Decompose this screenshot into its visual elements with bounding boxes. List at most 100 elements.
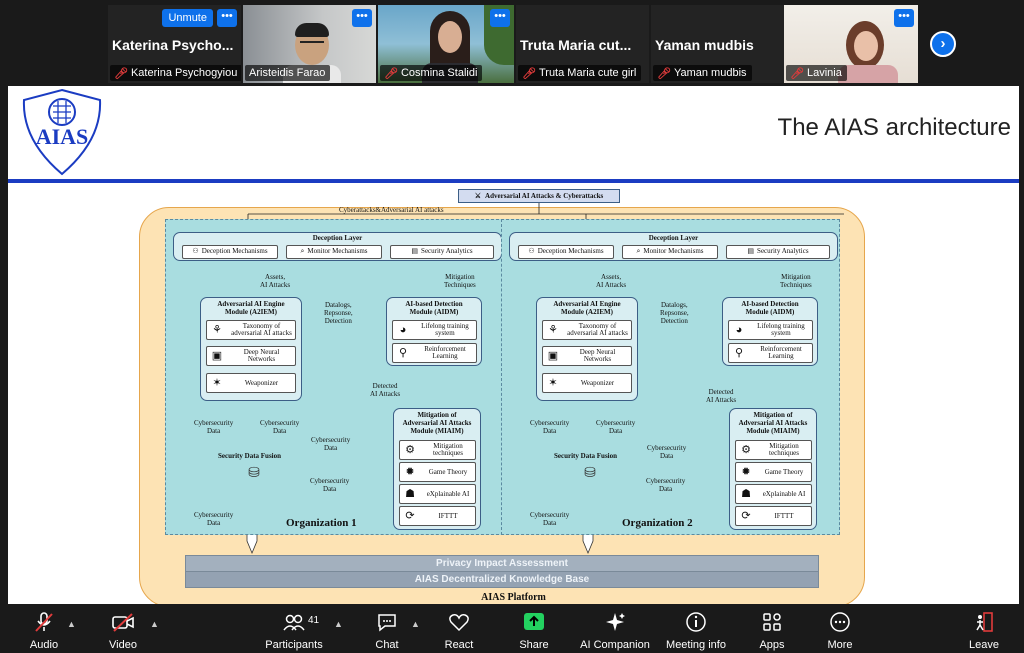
- more-options-icon[interactable]: •••: [894, 9, 914, 27]
- apps-button[interactable]: Apps: [737, 610, 807, 651]
- miaim-title-line-2: Adversarial AI Attacks: [402, 419, 472, 427]
- miaim-title-line-3: Module (MIAIM): [410, 427, 464, 435]
- video-button[interactable]: Video: [88, 610, 158, 651]
- leave-icon: [976, 612, 993, 632]
- security-analytics: ▤Security Analytics: [726, 245, 830, 259]
- security-analytics-label: Security Analytics: [757, 247, 809, 256]
- leave-button[interactable]: Leave: [949, 610, 1019, 651]
- xai-label: eXplainable AI: [762, 489, 806, 498]
- apps-label: Apps: [759, 639, 785, 651]
- participants-options-chevron-icon[interactable]: ▲: [334, 619, 343, 629]
- rl-line-1: Reinforcement: [424, 345, 466, 353]
- participant-name-tag: 🎤︎Truta Maria cute girl: [518, 65, 642, 81]
- video-options-chevron-icon[interactable]: ▲: [150, 619, 159, 629]
- mt-line-2: techniques: [433, 449, 463, 457]
- cyber-line-2: Data: [323, 485, 337, 493]
- aias-logo: [22, 88, 102, 176]
- audio-button[interactable]: Audio: [9, 610, 79, 651]
- deception-mechanisms: ⚇Deception Mechanisms: [182, 245, 278, 259]
- slide-title: The AIAS architecture: [777, 114, 1011, 141]
- analytics-icon: ▤: [411, 247, 419, 256]
- next-page-icon[interactable]: ›: [930, 31, 956, 57]
- share-button[interactable]: Share: [499, 610, 569, 651]
- a2iem-title-line-2: Module (A2IEM): [225, 308, 277, 316]
- participant-tile[interactable]: Unmute ••• Katerina Psycho... 🎤︎Katerina…: [108, 5, 241, 83]
- participant-tile[interactable]: ••• 🎤︎Lavinia: [784, 5, 918, 83]
- assets-label: Assets,AI Attacks: [260, 273, 290, 289]
- people-icon: ☗: [741, 487, 751, 500]
- datalogs-line-1: Datalogs,: [660, 301, 688, 309]
- title-rule: [8, 179, 1019, 183]
- cyber-line-2: Data: [324, 444, 338, 452]
- participant-name-tag: Aristeidis Farao: [245, 65, 331, 81]
- muted-mic-icon: 🎤︎: [384, 67, 398, 80]
- leave-label: Leave: [969, 639, 999, 651]
- participant-tile-active-speaker[interactable]: ••• Aristeidis Farao: [243, 5, 376, 83]
- more-label: More: [827, 639, 853, 651]
- muted-mic-icon: 🎤︎: [657, 67, 671, 80]
- datalogs-line-3: Detection: [324, 317, 352, 325]
- taxonomy-line-1: Taxonomy of: [242, 322, 281, 330]
- participant-name-tag: 🎤︎Cosmina Stalidi: [380, 65, 483, 81]
- techniques-label-line: Techniques: [780, 281, 812, 289]
- chat-options-chevron-icon[interactable]: ▲: [411, 619, 420, 629]
- participant-tile[interactable]: Yaman mudbis 🎤︎Yaman mudbis: [651, 5, 784, 83]
- participant-name: Katerina Psychogyiou: [130, 67, 238, 79]
- chat-button[interactable]: Chat: [352, 610, 422, 651]
- participant-name: Yaman mudbis: [673, 67, 747, 79]
- deception-layer: Deception Layer ⚇Deception Mechanisms ⌕M…: [173, 232, 502, 261]
- more-options-icon[interactable]: •••: [217, 9, 237, 27]
- a2iem-title-line-1: Adversarial AI Engine: [217, 300, 285, 308]
- participant-tile[interactable]: ••• 🎤︎Cosmina Stalidi: [378, 5, 514, 83]
- rl-line-1: Reinforcement: [760, 345, 802, 353]
- organization-1-label: Organization 1: [286, 517, 357, 529]
- dnn-line-1: Deep Neural: [579, 348, 616, 356]
- brain-icon: ◕: [399, 323, 407, 336]
- security-analytics: ▤Security Analytics: [390, 245, 494, 259]
- participant-name: Cosmina Stalidi: [400, 67, 478, 79]
- ai-companion-button[interactable]: AI Companion: [580, 610, 650, 651]
- more-button[interactable]: More: [805, 610, 875, 651]
- organization-1: Deception Layer ⚇Deception Mechanisms ⌕M…: [165, 219, 504, 535]
- cyber-line-1: Cybersecurity: [530, 419, 570, 427]
- participant-face: [854, 31, 878, 61]
- meeting-info-button[interactable]: Meeting info: [661, 610, 731, 651]
- adversarial-attacks-source: ⚔Adversarial AI Attacks & Cyberattacks: [458, 189, 620, 203]
- more-options-icon[interactable]: •••: [352, 9, 372, 27]
- unmute-button[interactable]: Unmute: [162, 9, 213, 27]
- detected-line-2: AI Attacks: [370, 390, 401, 398]
- weaponizer-item: ✶Weaponizer: [206, 373, 296, 393]
- aias-platform-label: AIAS Platform: [481, 592, 546, 603]
- taxonomy-line-1: Taxonomy of: [578, 322, 617, 330]
- datalogs-line-2: Repsonse,: [660, 309, 689, 317]
- participant-tile[interactable]: Truta Maria cut... 🎤︎Truta Maria cute gi…: [516, 5, 649, 83]
- audio-options-chevron-icon[interactable]: ▲: [67, 619, 76, 629]
- participant-name: Lavinia: [806, 67, 842, 79]
- cyber-line-1: Cybersecurity: [260, 419, 300, 427]
- participant-display-name: Truta Maria cut...: [520, 37, 632, 53]
- participant-count: 41: [308, 615, 320, 626]
- cyber-line-2: Data: [207, 427, 221, 435]
- chat-label: Chat: [375, 639, 399, 651]
- cyber-line-1: Cybersecurity: [647, 444, 687, 452]
- react-button[interactable]: React: [424, 610, 494, 651]
- muted-mic-icon: 🎤︎: [522, 67, 536, 80]
- more-options-icon[interactable]: •••: [490, 9, 510, 27]
- data-fusion-icon: ⛁: [248, 464, 260, 480]
- participants-button[interactable]: Participants: [259, 610, 329, 651]
- camera-off-icon: [112, 613, 134, 632]
